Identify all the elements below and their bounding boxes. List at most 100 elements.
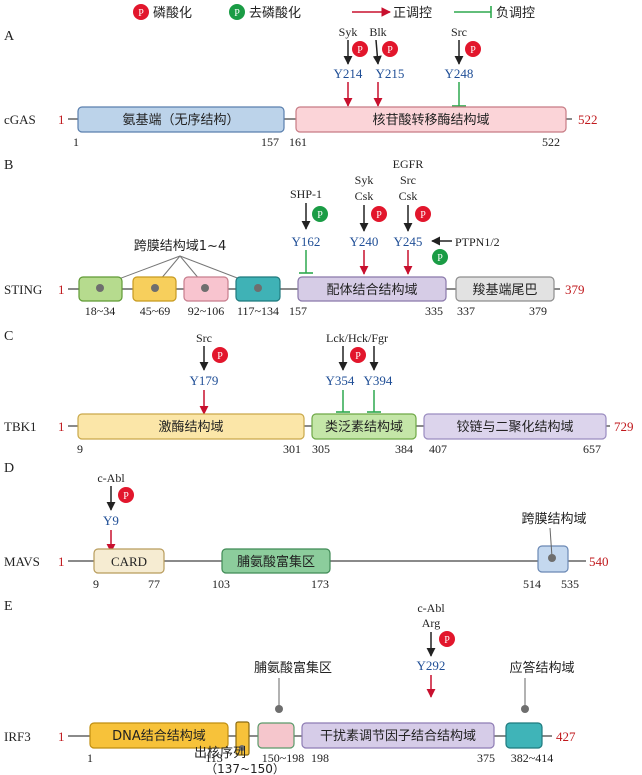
legend-positive: 正调控 — [352, 6, 432, 21]
domain-response — [505, 722, 543, 749]
regulator-c-abl: c-Abl — [97, 471, 125, 485]
phospho-badge: P — [212, 347, 228, 363]
domain-card — [93, 548, 165, 574]
phospho-badge: P — [439, 631, 455, 647]
domain-hinge-dimerization-label: 铰链与二聚化结构域 — [456, 420, 573, 435]
regulator-src: Src — [400, 173, 416, 187]
legend-negative: 负调控 — [454, 6, 535, 21]
protein-name-mavs: MAVS — [4, 554, 40, 569]
regulator-syk: Syk — [339, 25, 358, 39]
svg-text:P: P — [123, 491, 129, 502]
position-label: 9 — [93, 577, 99, 591]
residue-start: 1 — [58, 112, 65, 127]
position-label: 173 — [311, 577, 329, 591]
position-label: 657 — [583, 442, 601, 456]
position-label: 157 — [261, 135, 279, 149]
site-y248: Y248 — [445, 66, 474, 81]
phospho-badge: P — [371, 206, 387, 222]
domain-nes-label: 出核序列 — [194, 746, 246, 761]
site-y215: Y215 — [376, 66, 405, 81]
domain-n-terminal — [77, 106, 285, 133]
domain-ubl — [311, 413, 417, 440]
dephospho-icon — [229, 4, 245, 20]
domain-c-tail — [455, 276, 555, 302]
position-label: 9 — [77, 442, 83, 456]
residue-start: 1 — [58, 554, 65, 569]
legend-positive-label: 正调控 — [393, 6, 432, 21]
tm-callout-lines — [99, 255, 259, 287]
svg-text:P: P — [387, 45, 393, 56]
domain-irf-association-label: 干扰素调节因子结合结构域 — [320, 729, 476, 744]
site-y245: Y245 — [394, 234, 423, 249]
domain-irf-association — [301, 722, 495, 749]
svg-text:P: P — [355, 351, 361, 362]
panel-e: E c-Abl Arg P Y292 脯氨酸富集区 应答结构域 IRF3 1 4… — [4, 599, 576, 775]
residue-end: 427 — [556, 729, 576, 744]
svg-text:P: P — [376, 210, 382, 221]
site-y240: Y240 — [350, 234, 379, 249]
regulator-lck-hck-fgr: Lck/Hck/Fgr — [326, 331, 388, 345]
position-label: 161 — [289, 135, 307, 149]
tm-callout-dot — [548, 554, 556, 562]
domain-ligand-binding-label: 配体结合结构域 — [326, 283, 417, 298]
domain-card-label: CARD — [111, 554, 147, 569]
site-y162: Y162 — [292, 234, 321, 249]
legend-phospho-label: 磷酸化 — [153, 6, 192, 21]
domain-tm-label: 跨膜结构域 — [521, 512, 586, 527]
legend-negative-label: 负调控 — [496, 6, 535, 21]
domain-proline-rich — [257, 722, 295, 749]
position-label: 514 — [523, 577, 541, 591]
panel-c: C Src Lck/Hck/Fgr P P Y179 Y354 Y394 TBK… — [4, 329, 634, 456]
phospho-badge: P — [382, 41, 398, 57]
site-y292: Y292 — [417, 658, 446, 673]
regulator-blk: Blk — [369, 25, 386, 39]
domain-ubl-label: 类泛素结构域 — [325, 420, 403, 435]
response-callout-dot — [521, 705, 529, 713]
residue-start: 1 — [58, 729, 65, 744]
dephospho-badge: P — [432, 249, 448, 265]
site-y354: Y354 — [326, 373, 355, 388]
panel-b: B SHP-1 Syk Csk EGFR Src Csk P P P Y162 … — [4, 157, 585, 318]
domain-proline-rich — [221, 548, 331, 574]
residue-end: 540 — [589, 554, 609, 569]
residue-start: 1 — [58, 282, 65, 297]
regulator-src: Src — [451, 25, 467, 39]
domain-proline-rich-label: 脯氨酸富集区 — [254, 660, 332, 676]
position-label: 1 — [87, 751, 93, 765]
site-y179: Y179 — [190, 373, 219, 388]
position-label: 301 — [283, 442, 301, 456]
domain-kinase — [77, 413, 305, 440]
tm-range: 92~106 — [188, 304, 225, 318]
residue-start: 1 — [58, 419, 65, 434]
svg-text:P: P — [444, 635, 450, 646]
domain-ntase-label: 核苷酸转移酶结构域 — [372, 112, 489, 128]
domain-response-label: 应答结构域 — [509, 660, 574, 676]
site-y394: Y394 — [364, 373, 393, 388]
position-label: 198 — [311, 751, 329, 765]
panel-letter-e: E — [4, 599, 13, 614]
position-label: 1 — [73, 135, 79, 149]
regulator-ptpn12: PTPN1/2 — [455, 235, 500, 249]
phospho-icon-glyph: P — [138, 8, 144, 19]
dephospho-icon-glyph: P — [234, 8, 240, 19]
position-label: 305 — [312, 442, 330, 456]
panel-letter-a: A — [4, 29, 15, 44]
legend-phospho: P 磷酸化 — [133, 4, 192, 21]
position-label: 103 — [212, 577, 230, 591]
domain-kinase-label: 激酶结构域 — [158, 419, 223, 435]
domain-c-tail-label: 羧基端尾巴 — [472, 282, 537, 298]
kinase-arrow-blk — [372, 39, 382, 65]
domain-hinge-dimerization — [423, 413, 607, 440]
regulator-shp1: SHP-1 — [290, 187, 322, 201]
position-label: 77 — [148, 577, 160, 591]
residue-end: 522 — [578, 112, 598, 127]
phospho-badge: P — [118, 487, 134, 503]
domain-nes — [235, 721, 250, 756]
position-label: 335 — [425, 304, 443, 318]
domain-ligand-binding — [297, 276, 447, 302]
position-label: 384 — [395, 442, 413, 456]
site-y9: Y9 — [103, 513, 119, 528]
svg-text:P: P — [217, 351, 223, 362]
dephospho-badge: P — [312, 206, 328, 222]
phospho-badge: P — [465, 41, 481, 57]
